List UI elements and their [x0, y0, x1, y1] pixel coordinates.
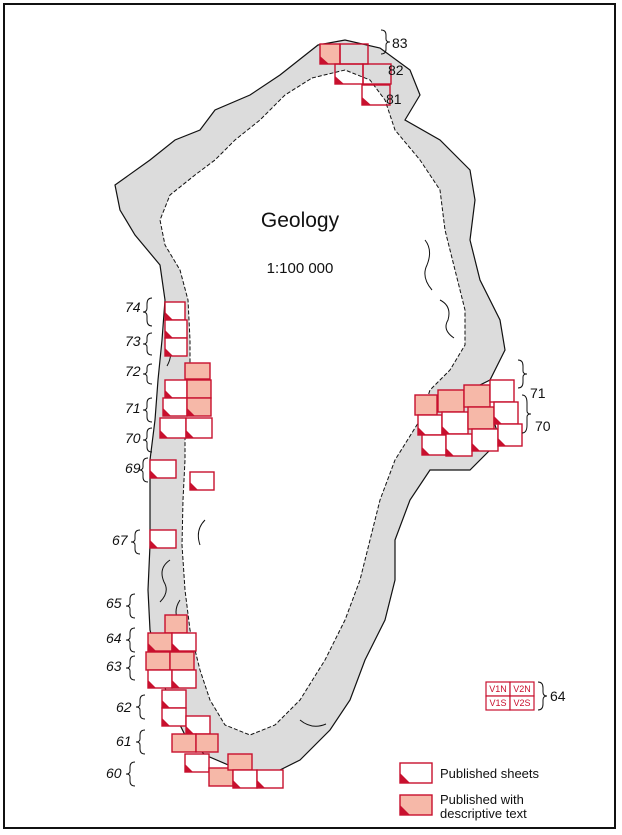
sheet-e7[interactable]: [467, 406, 495, 430]
label-74: 74: [125, 299, 141, 315]
sheet-63b[interactable]: [169, 651, 195, 671]
ice-sheet: [159, 69, 466, 736]
key-label: 64: [550, 688, 566, 704]
north-labels: 83 82 81: [380, 29, 408, 107]
sheet-67[interactable]: [149, 529, 177, 549]
sheet-69b[interactable]: [189, 471, 215, 491]
label-60: 60: [106, 765, 122, 781]
label-81: 81: [386, 91, 402, 107]
sheet-69a[interactable]: [149, 459, 177, 479]
label-62: 62: [116, 699, 132, 715]
sheet-65[interactable]: [164, 614, 188, 634]
east-markers: [418, 416, 506, 456]
sheet-64b[interactable]: [171, 632, 197, 652]
label-67: 67: [112, 532, 129, 548]
west-labels: 74 73 72 71 70 69 67 65 64 63 62 61 60: [106, 299, 141, 781]
label-64: 64: [106, 630, 122, 646]
north-sheets: [319, 43, 392, 106]
sheet-71b[interactable]: [186, 379, 212, 399]
sheet-60e[interactable]: [256, 769, 284, 789]
label-63: 63: [106, 658, 122, 674]
sheet-e3[interactable]: [463, 384, 491, 408]
sheet-e2[interactable]: [437, 389, 465, 413]
sheet-70b[interactable]: [186, 397, 212, 417]
sheet-81[interactable]: [361, 84, 391, 106]
sheet-e1[interactable]: [414, 394, 438, 416]
west-sheets: [145, 301, 284, 789]
label-71: 71: [125, 400, 141, 416]
sheet-63d[interactable]: [171, 669, 197, 689]
sheet-60b[interactable]: [208, 767, 234, 787]
sheet-61c[interactable]: [195, 733, 219, 753]
legend-published: Published sheets: [440, 766, 540, 781]
label-72: 72: [125, 363, 141, 379]
sheet-e12[interactable]: [497, 423, 523, 447]
north-markers: [320, 56, 371, 105]
west-braces: [125, 297, 153, 787]
key-cell-v2n: V2N: [513, 684, 531, 694]
label-82: 82: [388, 62, 404, 78]
sheet-70d[interactable]: [185, 417, 213, 439]
key-cell-v2s: V2S: [513, 698, 530, 708]
east-sheets: [414, 379, 523, 457]
sheet-60c[interactable]: [227, 753, 253, 771]
label-73: 73: [125, 333, 141, 349]
sheet-61b[interactable]: [171, 733, 197, 753]
label-83: 83: [392, 35, 408, 51]
key-cell-v1s: V1S: [489, 698, 506, 708]
legend-with-text-line1: Published with: [440, 792, 524, 807]
sheet-63a[interactable]: [145, 651, 171, 671]
legend: Published sheets Published with descript…: [399, 762, 540, 821]
sheet-72[interactable]: [184, 362, 211, 380]
label-69: 69: [125, 460, 141, 476]
map-scale: 1:100 000: [267, 260, 334, 277]
label-65: 65: [106, 595, 122, 611]
sheet-73[interactable]: [164, 337, 188, 357]
label-east-70: 70: [535, 418, 551, 434]
label-east-71: 71: [530, 385, 546, 401]
sheet-e4[interactable]: [489, 379, 515, 403]
label-70: 70: [125, 430, 141, 446]
east-labels: 71 70: [517, 359, 551, 434]
map-title: Geology: [261, 209, 340, 232]
sheet-82b[interactable]: [362, 63, 392, 85]
label-61: 61: [116, 733, 132, 749]
legend-with-text-line2: descriptive text: [440, 806, 527, 821]
key-cell-v1n: V1N: [489, 684, 507, 694]
west-markers: [148, 312, 265, 788]
sheet-key: V1N V2N V1S V2S 64: [485, 681, 566, 711]
sheet-60a[interactable]: [184, 753, 210, 773]
